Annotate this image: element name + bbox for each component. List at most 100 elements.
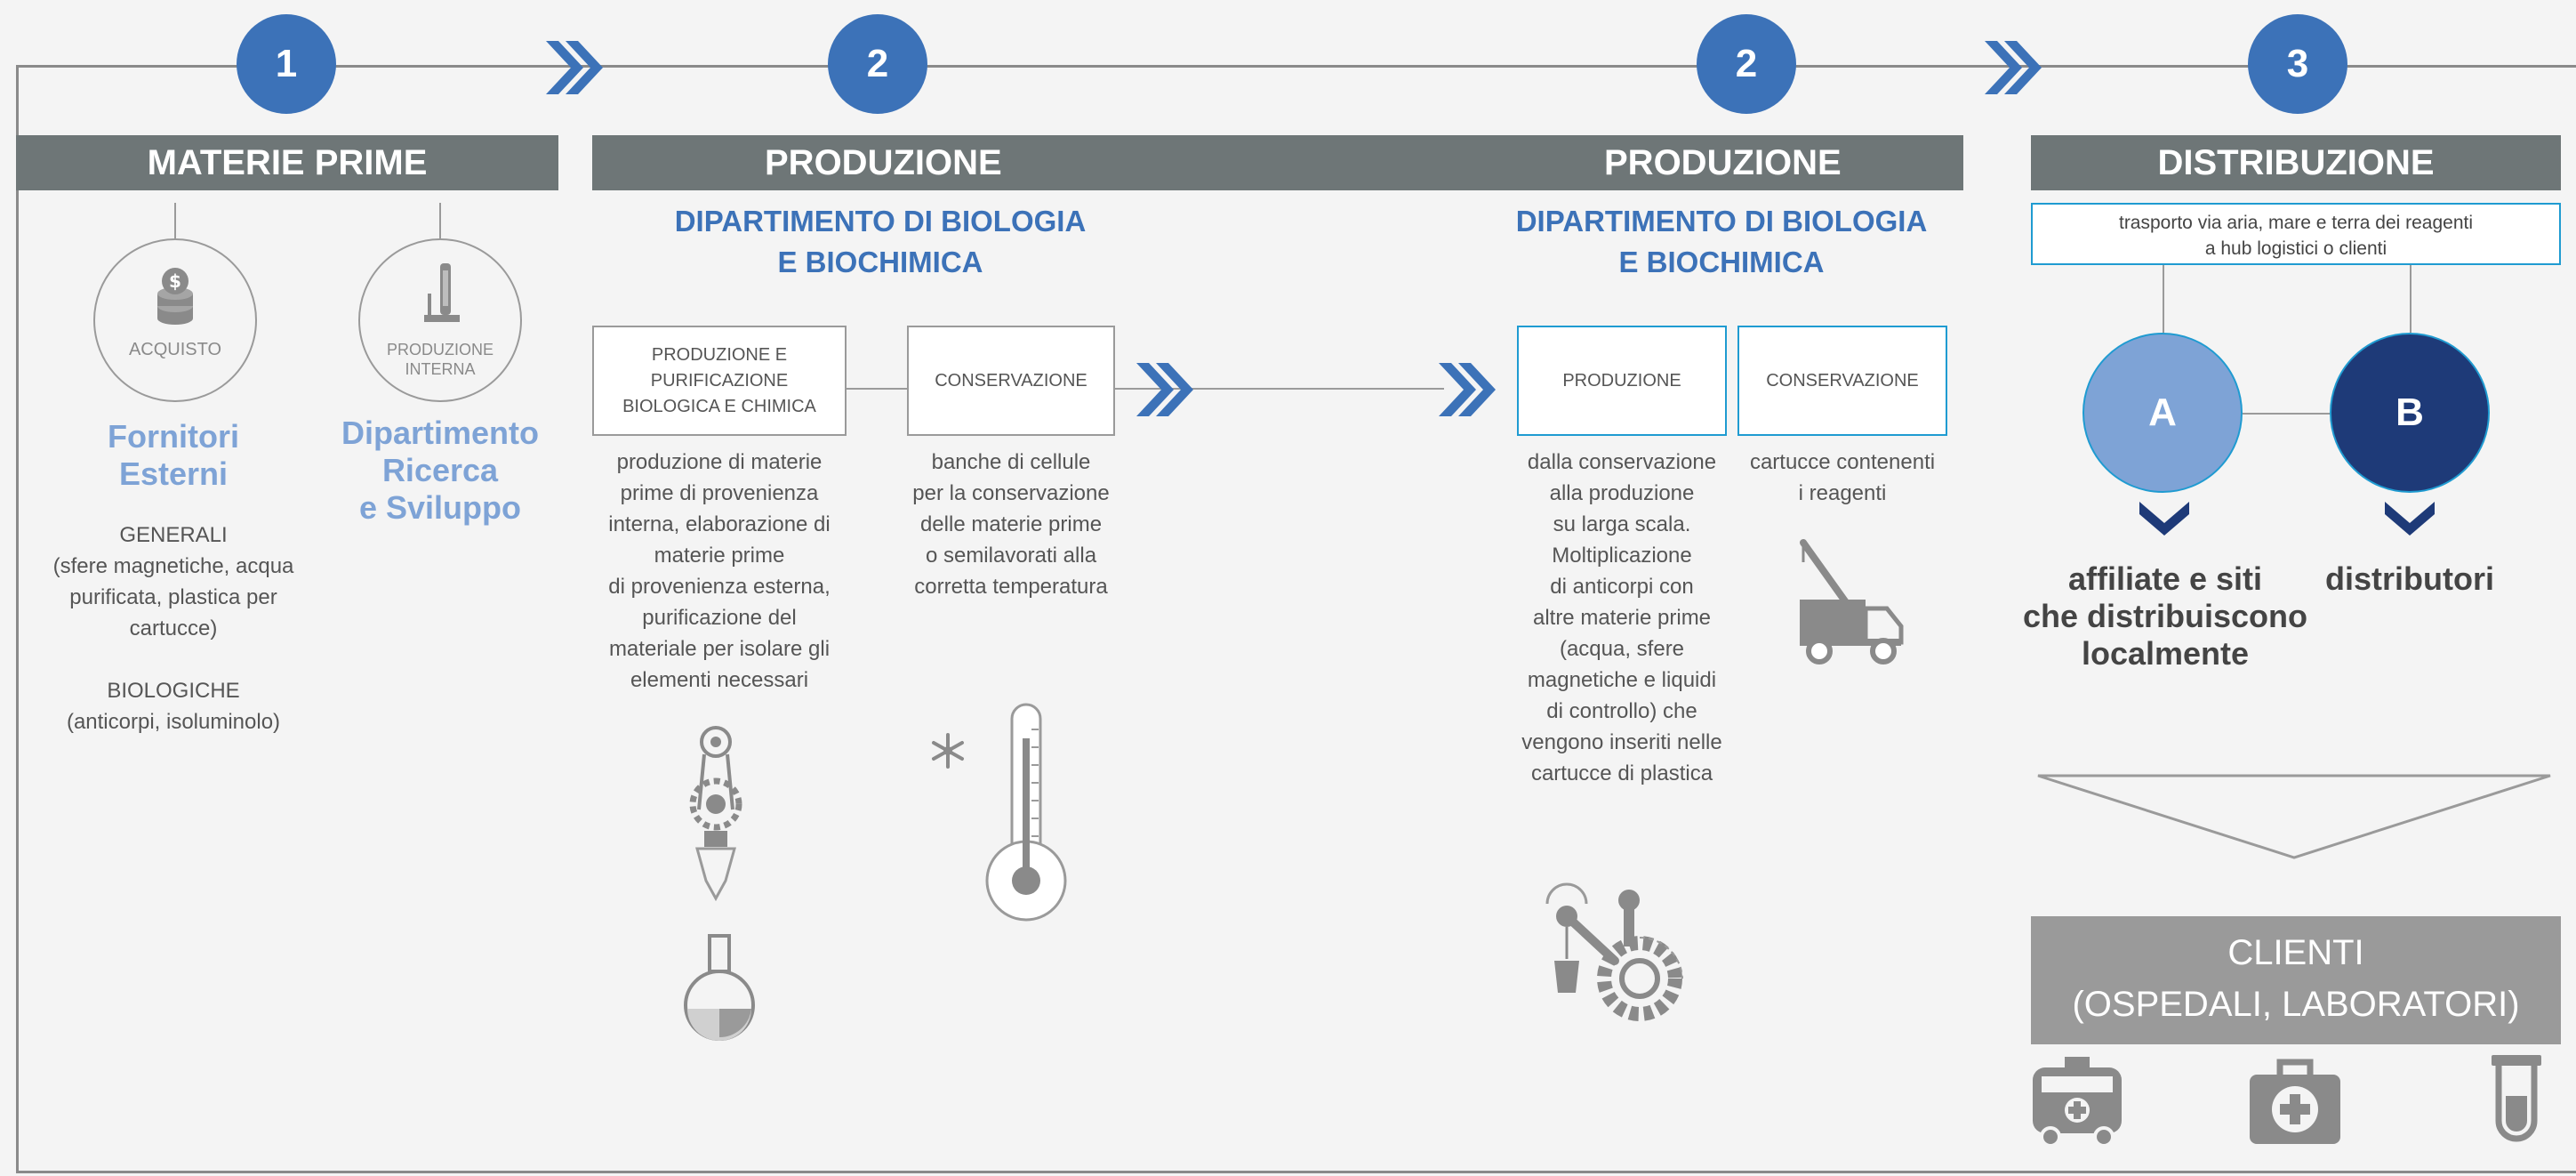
desc-line: (acqua, sfere [1559, 637, 1685, 661]
step-3-badge: 3 [2248, 14, 2347, 114]
produzione-box: PRODUZIONE [1517, 326, 1727, 436]
desc-line: (anticorpi, isoluminolo) [66, 710, 281, 734]
heading-line: Dipartimento [341, 415, 539, 451]
distributori-circle-b: B [2330, 333, 2490, 493]
box-line: BIOLOGICA E CHIMICA [622, 396, 816, 416]
materie-prime-header: MATERIE PRIME [16, 135, 558, 190]
connector-line [2163, 265, 2164, 333]
desc-line: di controllo) che [1546, 699, 1697, 723]
connector-line [2410, 265, 2411, 333]
cartucce-description: cartucce contenenti i reagenti [1734, 447, 1951, 509]
ambulance-icon [2033, 1057, 2122, 1148]
desc-spacer [36, 644, 311, 675]
info-line: a hub logistici o clienti [2204, 238, 2387, 259]
connector-line [845, 388, 907, 390]
heading-line: e Sviluppo [358, 489, 522, 526]
connector-line [2243, 413, 2331, 415]
materie-prime-title: MATERIE PRIME [147, 142, 428, 182]
materie-description: GENERALI (sfere magnetiche, acqua purifi… [36, 520, 311, 737]
desc-line: (sfere magnetiche, acqua [52, 554, 294, 578]
desc-line: magnetiche e liquidi [1527, 668, 1717, 692]
desc-line: purificata, plastica per [69, 585, 277, 609]
desc-line: cartucce) [129, 616, 218, 640]
dipartimento-biologia-title: DIPARTIMENTO DI BIOLOGIA E BIOCHIMICA [649, 201, 1111, 283]
heading-line: Esterni [118, 455, 229, 492]
produzione-scala-description: dalla conservazione alla produzione su l… [1508, 447, 1736, 789]
dept-line: E BIOCHIMICA [1618, 246, 1825, 278]
double-chevron-icon [1136, 363, 1193, 416]
desc-line: cartucce contenenti [1749, 450, 1936, 474]
circle-label: B [2395, 391, 2424, 434]
produzione-interna-line: INTERNA [405, 360, 476, 378]
clienti-line: CLIENTI [2227, 933, 2364, 972]
desc-line: prime di provenienza [620, 481, 819, 505]
desc-line: materie prime [654, 544, 785, 568]
desc-line: purificazione del [642, 606, 797, 630]
affiliate-circle-a: A [2082, 333, 2243, 493]
snowflake-icon [932, 733, 964, 769]
acquisto-circle: $ ACQUISTO [93, 238, 257, 402]
distributori-text: distributori [2325, 560, 2494, 597]
desc-line: corretta temperatura [914, 575, 1108, 599]
step-2-badge: 2 [828, 14, 927, 114]
produzione-title: PRODUZIONE [765, 142, 1002, 182]
affiliate-line: affiliate e siti [2067, 560, 2263, 597]
produzione-purificazione-box: PRODUZIONE E PURIFICAZIONE BIOLOGICA E C… [592, 326, 847, 436]
first-aid-kit-icon [2250, 1059, 2340, 1144]
desc-line: di provenienza esterna, [608, 575, 831, 599]
crane-truck-icon [1800, 539, 1904, 665]
flask-icon [684, 934, 755, 1041]
produzione-description: produzione di materie prime di provenien… [583, 447, 855, 696]
circle-label: A [2148, 391, 2177, 434]
dept-line: DIPARTIMENTO DI BIOLOGIA [1515, 205, 1928, 238]
clienti-line: (OSPEDALI, LABORATORI) [2072, 985, 2520, 1024]
heading-line: Fornitori [108, 418, 239, 455]
desc-line: GENERALI [119, 523, 228, 547]
dept-line: E BIOCHIMICA [777, 246, 983, 278]
thermometer-icon [985, 703, 1067, 922]
connector-line [1113, 388, 1444, 390]
desc-line: altre materie prime [1532, 606, 1712, 630]
produzione-header: PRODUZIONE PRODUZIONE [592, 135, 1963, 190]
step-2-badge: 2 [1697, 14, 1796, 114]
funnel-triangle [2037, 774, 2551, 859]
desc-line: vengono inseriti nelle [1521, 730, 1722, 754]
svg-text:$: $ [169, 270, 181, 292]
box-line: PURIFICAZIONE [650, 370, 789, 391]
box-label: CONSERVAZIONE [935, 370, 1087, 391]
dipartimento-rs-heading: Dipartimento Ricerca e Sviluppo [320, 415, 560, 527]
double-chevron-icon [1439, 363, 1496, 416]
desc-line: i reagenti [1798, 481, 1887, 505]
desc-line: banche di cellule [931, 450, 1091, 474]
desc-line: elementi necessari [630, 668, 809, 692]
desc-line: per la conservazione [912, 481, 1110, 505]
conservazione-box: CONSERVAZIONE [907, 326, 1115, 436]
desc-line: delle materie prime [919, 512, 1103, 536]
affiliate-line: localmente [2081, 635, 2250, 672]
heading-line: Ricerca [381, 452, 499, 488]
trasporto-info-box: trasporto via aria, mare e terra dei rea… [2031, 203, 2561, 265]
desc-line: o semilavorati alla [925, 544, 1097, 568]
box-line: PRODUZIONE E [651, 344, 788, 365]
coins-icon: $ [157, 268, 193, 325]
desc-line: BIOLOGICHE [107, 679, 240, 703]
double-chevron-icon [546, 41, 603, 94]
desc-line: cartucce di plastica [1530, 761, 1713, 785]
test-tube-icon [2492, 1055, 2541, 1142]
centrifuge-icon [689, 726, 742, 902]
acquisto-label: ACQUISTO [128, 340, 222, 359]
desc-line: alla produzione [1549, 481, 1695, 505]
conservazione-description: banche di cellule per la conservazione d… [895, 447, 1128, 602]
affiliate-line: che distribuiscono [2022, 598, 2308, 634]
double-chevron-icon [1985, 41, 2042, 94]
connector-line [174, 203, 176, 238]
box-label: PRODUZIONE [1562, 370, 1681, 391]
distribuzione-header: DISTRIBUZIONE [2031, 135, 2561, 190]
desc-line: di anticorpi con [1550, 575, 1694, 599]
connector-line [439, 203, 441, 238]
desc-line: dalla conservazione [1527, 450, 1717, 474]
distribuzione-title: DISTRIBUZIONE [2157, 142, 2435, 182]
chevron-down-icon [2139, 502, 2189, 536]
chevron-down-icon [2385, 502, 2435, 536]
affiliate-text: affiliate e siti che distribuiscono loca… [2018, 560, 2312, 673]
